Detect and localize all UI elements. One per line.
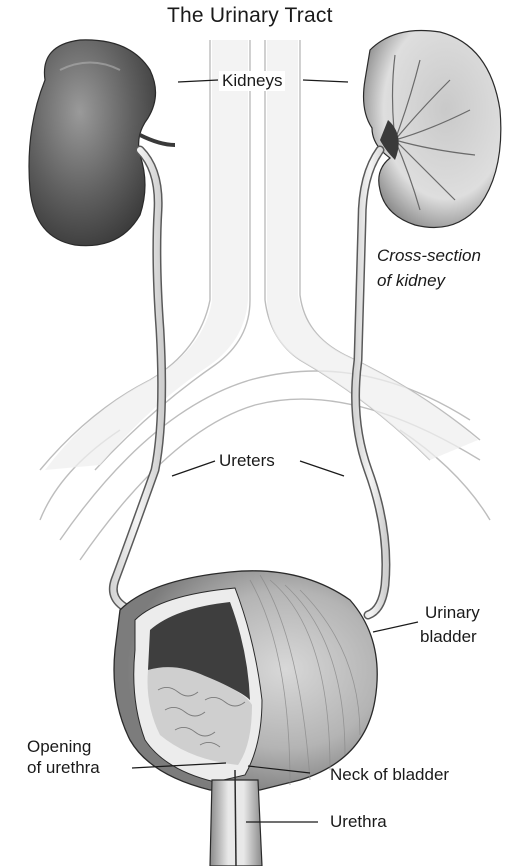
label-cross-section-line1: Cross-section	[377, 246, 481, 266]
diagram-title: The Urinary Tract	[167, 6, 333, 26]
label-urinary-bladder-line2: bladder	[420, 627, 477, 647]
label-cross-section-line2: of kidney	[377, 271, 445, 291]
label-ureters: Ureters	[216, 451, 278, 471]
label-opening-of-urethra-line1: Opening	[27, 737, 91, 757]
urethra	[210, 770, 262, 866]
label-urinary-bladder-line1: Urinary	[425, 603, 480, 623]
label-neck-of-bladder: Neck of bladder	[330, 765, 449, 785]
label-opening-of-urethra-line2: of urethra	[27, 758, 100, 778]
urinary-bladder	[114, 571, 377, 790]
right-kidney-cross-section	[364, 30, 501, 227]
left-kidney	[29, 40, 175, 246]
label-kidneys: Kidneys	[219, 71, 285, 91]
label-urethra: Urethra	[330, 812, 387, 832]
